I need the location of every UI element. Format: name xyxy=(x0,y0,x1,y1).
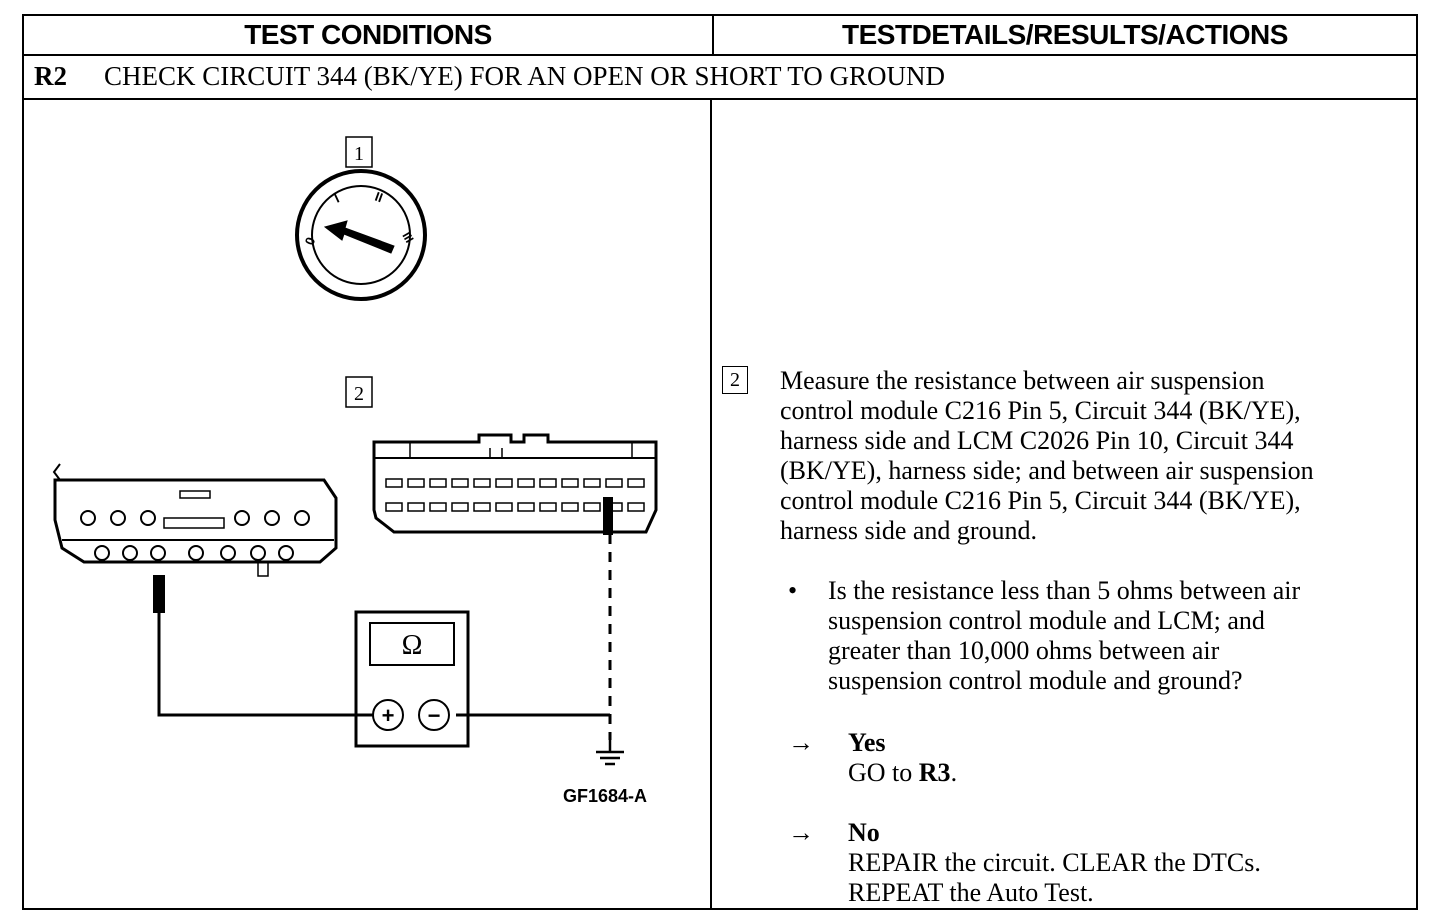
ohmmeter-icon xyxy=(354,610,470,748)
instruction-text: Measure the resistance between air suspe… xyxy=(780,366,1416,546)
yes-arrow-icon: → xyxy=(788,728,814,757)
no-action-line: REPEAT the Auto Test. xyxy=(848,878,1094,907)
question-line: Is the resistance less than 5 ohms betwe… xyxy=(828,576,1301,605)
details-step-marker: 2 xyxy=(722,366,748,394)
instruction-line: control module C216 Pin 5, Circuit 344 (… xyxy=(780,396,1301,425)
step-1-marker: 1 xyxy=(354,143,364,165)
switch-position-0: 0 xyxy=(302,235,319,247)
instruction-line: harness side and LCM C2026 Pin 10, Circu… xyxy=(780,426,1294,455)
figure-code: GF1684-A xyxy=(563,786,647,806)
connector-lcm-slots xyxy=(385,478,645,512)
yes-label: Yes xyxy=(848,728,886,757)
no-arrow-icon: → xyxy=(788,818,814,847)
column-divider xyxy=(710,98,712,910)
ground-icon xyxy=(596,740,624,766)
connector-lcm-c2026-icon xyxy=(372,433,658,534)
no-label: No xyxy=(848,818,880,847)
header-row: TEST CONDITIONS TESTDETAILS/RESULTS/ACTI… xyxy=(24,16,1416,56)
switch-position-3: III xyxy=(399,230,416,246)
probe-left xyxy=(153,575,165,613)
question-line: greater than 10,000 ohms between air xyxy=(828,636,1220,665)
wire-positive xyxy=(157,612,374,717)
instruction-line: harness side and ground. xyxy=(780,516,1038,545)
meter-ohm-symbol: Ω xyxy=(402,630,423,661)
yes-branch: Yes GO to R3. xyxy=(848,728,1408,788)
yes-action: GO to R3. xyxy=(848,758,958,787)
instruction-line: (BK/YE), harness side; and between air s… xyxy=(780,456,1314,485)
switch-position-2: II xyxy=(373,189,385,206)
question-text: Is the resistance less than 5 ohms betwe… xyxy=(828,576,1416,696)
question-bullet: • xyxy=(788,576,798,605)
yes-action-target: R3 xyxy=(918,758,951,787)
switch-position-1: I xyxy=(332,191,342,206)
step-1-marker-box xyxy=(345,136,373,168)
step-2-marker-box xyxy=(345,376,373,408)
question-line: suspension control module and LCM; and xyxy=(828,606,1265,635)
step-id: R2 xyxy=(34,61,67,91)
header-test-details: TESTDETAILS/RESULTS/ACTIONS xyxy=(842,19,1288,50)
connector-c216-pins xyxy=(80,510,310,561)
meter-minus-label: − xyxy=(428,703,441,728)
test-diagram: 1 2 0 I II III Ω + − GF1684-A xyxy=(52,136,658,806)
diagnostic-test-sheet: TEST CONDITIONS TESTDETAILS/RESULTS/ACTI… xyxy=(22,14,1418,910)
question-line: suspension control module and ground? xyxy=(828,666,1243,695)
no-action-line: REPAIR the circuit. CLEAR the DTCs. xyxy=(848,848,1261,877)
step-2-marker: 2 xyxy=(354,383,364,405)
step-title-row: R2 CHECK CIRCUIT 344 (BK/YE) FOR AN OPEN… xyxy=(24,54,1416,100)
connector-c216-icon xyxy=(52,463,338,577)
ignition-switch-icon xyxy=(295,169,427,301)
instruction-line: Measure the resistance between air suspe… xyxy=(780,366,1265,395)
probe-right xyxy=(603,497,613,535)
meter-plus-label: + xyxy=(382,703,395,728)
no-branch: No REPAIR the circuit. CLEAR the DTCs. R… xyxy=(848,818,1408,908)
header-test-conditions: TEST CONDITIONS xyxy=(24,16,714,54)
step-title: CHECK CIRCUIT 344 (BK/YE) FOR AN OPEN OR… xyxy=(104,61,945,91)
instruction-line: control module C216 Pin 5, Circuit 344 (… xyxy=(780,486,1301,515)
